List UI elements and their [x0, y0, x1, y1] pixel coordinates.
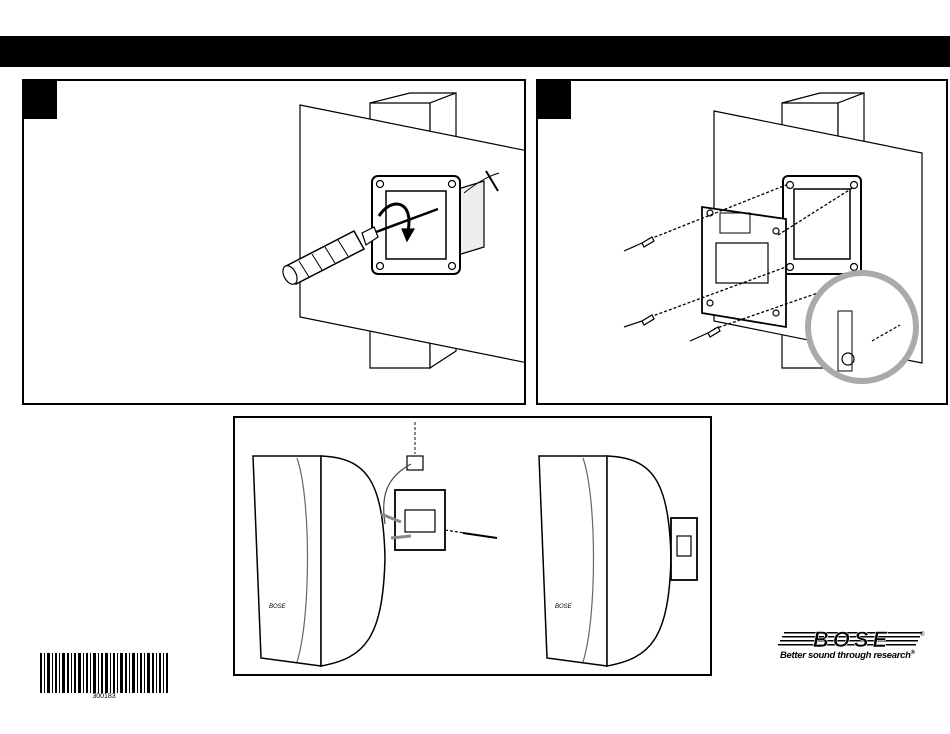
barcode-number: 300183 [40, 693, 168, 700]
step-2-panel [536, 79, 948, 405]
svg-text:BOSE: BOSE [555, 604, 573, 610]
barcode [40, 653, 168, 693]
bose-logo-text: BOSE [813, 628, 891, 652]
bose-tagline: Better sound through research® [780, 650, 915, 661]
step-3-panel: BOSE BOSE [233, 416, 712, 676]
bose-tagline-mark: ® [911, 650, 915, 656]
header-bar [0, 36, 950, 67]
step-1-panel [22, 79, 526, 405]
bose-registered-mark: ® [920, 631, 925, 638]
svg-text:BOSE: BOSE [269, 604, 287, 610]
step-3-illustration: BOSE BOSE [235, 418, 712, 676]
bose-tagline-text: Better sound through research [780, 650, 911, 661]
step-2-illustration [538, 81, 948, 405]
step-1-illustration [24, 81, 526, 405]
